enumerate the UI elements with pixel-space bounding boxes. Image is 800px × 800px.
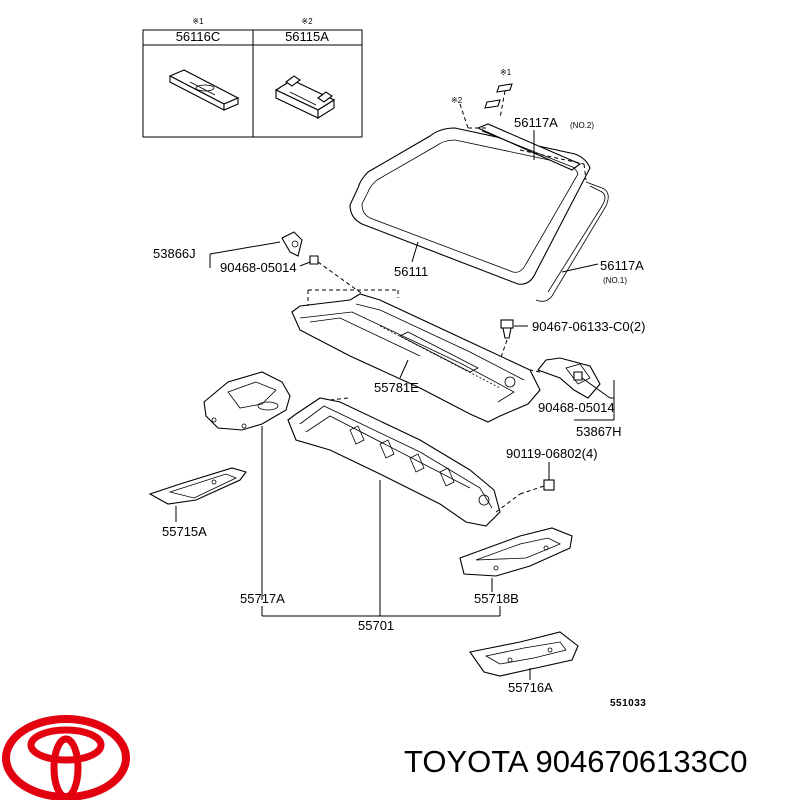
screw-90119: 90119-06802(4) xyxy=(506,446,598,491)
inset-right-note: ※2 xyxy=(301,17,313,26)
label-56111: 56111 xyxy=(394,264,428,279)
bracket-55716A: 55716A xyxy=(469,631,579,695)
label-55717A: 55717A xyxy=(240,591,285,606)
label-55715A: 55715A xyxy=(162,524,207,539)
bracket-55717A xyxy=(203,371,291,600)
label-56117A-no2: 56117A xyxy=(514,115,558,130)
note-2-label: ※2 xyxy=(451,96,463,105)
label-56117A-no1: 56117A xyxy=(600,258,644,273)
clip-parts: ※1 ※2 xyxy=(451,68,513,109)
note-1-label: ※1 xyxy=(500,68,512,77)
bracket-55718B: 55718B xyxy=(459,527,573,606)
label-90467-06133-C0: 90467-06133-C0(2) xyxy=(532,319,645,334)
bracket-53866J: 53866J 90468-05014 xyxy=(153,231,369,299)
label-55718B: 55718B xyxy=(474,591,519,606)
label-55781E: 55781E xyxy=(374,380,419,395)
brand-part-number: TOYOTA 9046706133C0 xyxy=(404,744,748,779)
molding-56117A-no2 xyxy=(476,123,582,171)
label-53867H: 53867H xyxy=(576,424,622,439)
label-90468-05014-a: 90468-05014 xyxy=(220,260,297,275)
cowl-top-55781E: 55781E xyxy=(291,289,541,423)
windshield-56111 xyxy=(349,123,609,302)
bracket-55715A: 55715A xyxy=(148,467,247,539)
label-no2: (NO.2) xyxy=(570,121,594,130)
inset-right-part: 56115A xyxy=(285,29,329,44)
label-53866J: 53866J xyxy=(153,246,196,261)
toyota-logo xyxy=(2,715,130,800)
label-90468-05014-b: 90468-05014 xyxy=(538,400,615,415)
leader-lines-top xyxy=(459,90,599,273)
cowl-panel-55701 xyxy=(261,397,545,617)
inset-box: ※1 ※2 56116C 56115A xyxy=(142,17,363,138)
part-56115A-drawing xyxy=(274,75,336,119)
inset-left-part: 56116C xyxy=(176,29,221,44)
part-56116C-drawing xyxy=(168,69,240,111)
label-no1: (NO.1) xyxy=(603,276,627,285)
label-55701: 55701 xyxy=(358,618,394,633)
figure-number: 551033 xyxy=(610,698,646,709)
inset-left-note: ※1 xyxy=(192,17,204,26)
clip-90467: 90467-06133-C0(2) xyxy=(499,319,645,361)
label-55716A: 55716A xyxy=(508,680,553,695)
molding-56117A-no1 xyxy=(535,181,609,302)
bracket-53867H: 90468-05014 53867H xyxy=(529,357,622,439)
label-90119-06802: 90119-06802(4) xyxy=(506,446,598,461)
